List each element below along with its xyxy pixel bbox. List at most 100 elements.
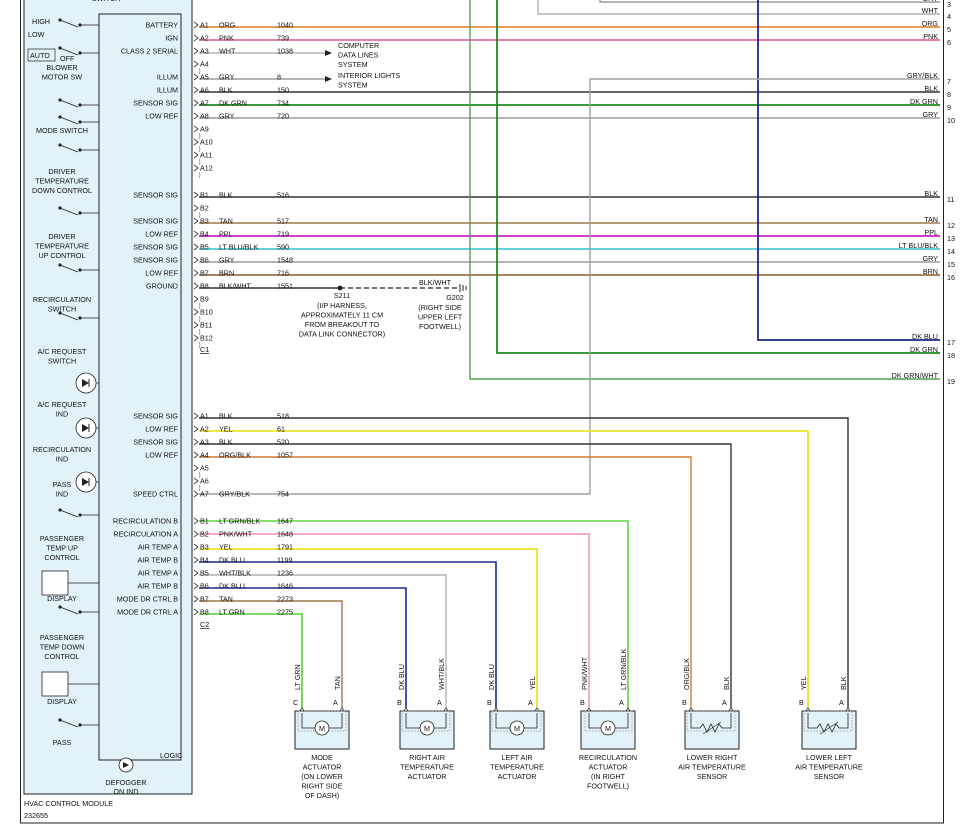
c1-pin-a5-label: A5	[200, 73, 209, 82]
c1-pin-a5-wire-color: GRY	[219, 73, 235, 82]
c2-pin-b1-circuit: 1647	[277, 517, 293, 526]
c2-pin-b4-circuit: 1199	[277, 556, 292, 565]
c2-pin-a7-function: SPEED CTRL	[133, 490, 178, 499]
label-driver-down-line-1: TEMPERATURE	[35, 177, 89, 186]
actuator-lower-left-wire-1: BLK	[839, 676, 848, 690]
c1-pin-b9-stub	[198, 302, 201, 310]
right-output-4-number: 4	[947, 12, 951, 21]
splice-note-line-0: (I/P HARNESS,	[317, 301, 367, 310]
c1-pin-b3-chevron	[193, 217, 199, 225]
actuator-mode-pin-0: C	[293, 698, 298, 707]
actuator-recirc-wire-1: LT GRN/BLK	[619, 649, 628, 690]
c2-pin-b7-wire-color: TAN	[219, 595, 233, 604]
actuator-lower-right-label-line-2: SENSOR	[697, 772, 727, 781]
c2-pin-b5-label: B5	[200, 569, 209, 578]
c2-pin-a5-chevron	[193, 464, 199, 472]
actuator-lower-left-label-line-0: LOWER LEFT	[806, 753, 853, 762]
switch-blade	[59, 47, 79, 56]
right-output-18-color: DK GRN	[910, 345, 938, 354]
c1-pin-a8-wire-color: GRY	[219, 112, 235, 121]
c1-pin-b8-function: GROUND	[146, 282, 178, 291]
c1-pin-a9-label: A9	[200, 125, 209, 134]
actuator-left-air-wire-0: DK BLU	[487, 664, 496, 690]
c2-pin-a5-label: A5	[200, 464, 209, 473]
c1-pin-a4-label: A4	[200, 60, 209, 69]
actuator-right-air-label-line-2: ACTUATOR	[408, 772, 447, 781]
c2-pin-a2-function: LOW REF	[145, 425, 178, 434]
c1-pin-b8-label: B8	[200, 282, 209, 291]
connector-c2-label: C2	[200, 620, 209, 629]
c2-pin-a1-label: A1	[200, 412, 209, 421]
motor-symbol: M	[514, 724, 520, 733]
label-recirc-ind-line-1: IND	[56, 455, 68, 464]
c1-pin-b5-circuit: 590	[277, 243, 289, 252]
c1-pin-b7-chevron	[193, 269, 199, 277]
label-recirc-sw-line-1: SWITCH	[48, 305, 76, 314]
actuator-recirc-pin-1: A	[619, 698, 624, 707]
splice-s211-dot	[337, 285, 343, 291]
right-output-13-number: 13	[947, 234, 955, 243]
figure-number: 232655	[24, 811, 48, 820]
c2-pin-b2-label: B2	[200, 530, 209, 539]
label-switch-top: SWITCH	[92, 0, 120, 3]
c1-pin-b7-label: B7	[200, 269, 209, 278]
right-output-14-number: 14	[947, 247, 955, 256]
c2-pin-a6-label: A6	[200, 477, 209, 486]
c1-pin-b4-chevron	[193, 230, 199, 238]
actuator-mode-lead-a	[301, 713, 315, 729]
actuator-lower-right-pin-0: B	[682, 698, 687, 707]
c1-pin-b2-label: B2	[200, 204, 209, 213]
wire-c2-b1-ltgrnblk	[199, 520, 629, 708]
c1-pin-a1-circuit: 1040	[277, 21, 293, 30]
ground-g202-symbol	[459, 284, 467, 292]
label-pass-down-line-2: CONTROL	[44, 652, 79, 661]
actuator-right-air-pin-1: A	[437, 698, 442, 707]
actuator-lower-left-wire-0: YEL	[799, 676, 808, 690]
label-blower-line-1: MOTOR SW	[42, 73, 82, 82]
switch-blade	[59, 509, 79, 518]
c2-pin-b5-circuit: 1236	[277, 569, 293, 578]
c1-pin-a12-label: A12	[200, 164, 213, 173]
motor-icon	[314, 720, 330, 736]
c2-pin-b7-chevron	[193, 595, 199, 603]
wire-c2-b2-pnkwht	[199, 533, 590, 708]
c2-pin-b7-function: MODE DR CTRL B	[117, 595, 178, 604]
wire-17-dkblu	[757, 0, 940, 341]
c2-pin-a2-wire-color: YEL	[219, 425, 233, 434]
c1-pin-a6-label: A6	[200, 86, 209, 95]
note-illum-line-0: INTERIOR LIGHTS	[338, 71, 401, 80]
c2-pin-a2-circuit: 61	[277, 425, 285, 434]
c2-pin-b3-wire-color: YEL	[219, 543, 233, 552]
label-pass-up-line-0: PASSENGER	[40, 534, 84, 543]
wire-layer	[199, 0, 940, 708]
blower-low: LOW	[28, 30, 45, 39]
c2-pin-b2-circuit: 1648	[277, 530, 293, 539]
right-output-16-number: 16	[947, 273, 955, 282]
c1-pin-b3-circuit: 517	[277, 217, 289, 226]
splice-s211-label: S211	[334, 291, 350, 300]
c2-pin-b3-function: AIR TEMP A	[138, 543, 178, 552]
actuator-right-air-lead-b	[434, 713, 447, 729]
led-diode	[82, 478, 89, 486]
actuator-right-air-label-line-1: TEMPERATURE	[400, 763, 454, 772]
c1-pin-b8-wire-color: BLK/WHT	[219, 282, 252, 291]
c1-pin-b10-stub	[198, 315, 201, 323]
label-pass-down-line-1: TEMP DOWN	[40, 643, 85, 652]
right-output-14-color: LT BLU/BLK	[899, 241, 938, 250]
splice-note-line-2: FROM BREAKOUT TO	[305, 320, 380, 329]
c1-pin-b9-label: B9	[200, 295, 209, 304]
c1-pin-b11-label: B11	[200, 321, 212, 330]
module-title: HVAC CONTROL MODULE	[24, 799, 113, 808]
motor-symbol: M	[424, 724, 430, 733]
switch-blade	[59, 606, 79, 615]
actuator-right-air-label-line-0: RIGHT AIR	[409, 753, 445, 762]
wire-19-dkgrnwht	[469, 0, 940, 380]
c1-pin-a3-function: CLASS 2 SERIAL	[121, 47, 178, 56]
c1-pin-a7-wire-color: DK GRN	[219, 99, 247, 108]
actuator-mode-lead-b	[329, 713, 343, 729]
c1-pin-a3-chevron	[193, 47, 199, 55]
actuator-lower-right-label-line-0: LOWER RIGHT	[687, 753, 738, 762]
c1-pin-a9-chevron	[193, 125, 199, 133]
